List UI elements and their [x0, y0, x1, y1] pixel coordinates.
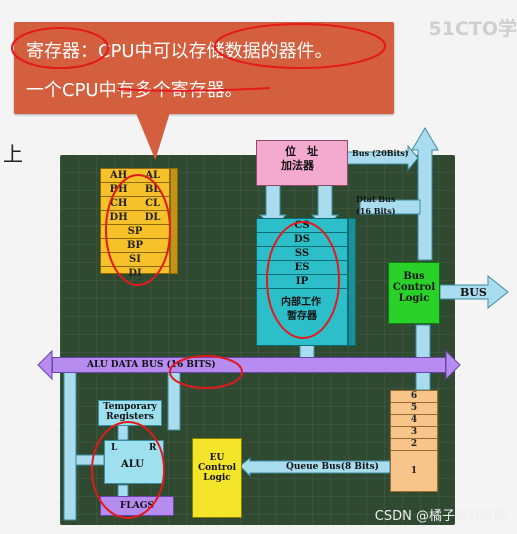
register-al: AL	[145, 170, 160, 181]
alu-left-input: L	[111, 443, 118, 453]
annotation-circle-alu-flags	[91, 421, 165, 519]
bus-control-line3: Logic	[398, 293, 430, 304]
register-bl: BL	[144, 184, 161, 195]
internal-regs-line1: 内部工作	[281, 297, 321, 308]
register-sp: SP	[127, 226, 143, 237]
segment-ip: IP	[257, 275, 347, 289]
register-row-ax: AH AL	[101, 169, 169, 183]
eu-control-logic-box: EU Control Logic	[192, 438, 242, 518]
segment-ss: SS	[257, 247, 347, 261]
annotation-circle-segment-registers	[266, 221, 340, 339]
alu-bus-arrow-right	[445, 349, 461, 381]
register-row-bx: BH BL	[101, 183, 169, 197]
alu-bus-arrow-left	[37, 349, 53, 381]
instruction-queue-stack: 6 5 4 3 2 1	[390, 390, 438, 492]
eu-control-line2: Control	[197, 463, 237, 473]
vertical-bus-arrow-right	[411, 127, 439, 261]
register-dl: DL	[144, 212, 161, 223]
register-row-sp: SP	[101, 225, 169, 239]
register-si: SI	[129, 254, 141, 265]
data-bus-arrow	[359, 199, 421, 215]
data-bus-line2: (16 Bits)	[356, 206, 396, 216]
segment-registers-side	[348, 218, 356, 346]
annotation-circle-callout-right	[214, 23, 386, 69]
general-registers-stack: AH AL BH BL CH CL DH DL SP BP SI DI	[100, 168, 170, 279]
annotation-circle-callout-left	[11, 27, 109, 69]
address-adder-line1: 位 址	[285, 145, 318, 158]
address-adder-box: 位 址 加法器	[256, 140, 348, 186]
annotation-underline	[117, 87, 271, 92]
register-row-dx: DH DL	[101, 211, 169, 225]
queue-cell-3: 3	[391, 427, 437, 439]
watermark-csdn: CSDN @橘子掀开夜晚	[374, 509, 507, 524]
register-cl: CL	[145, 198, 161, 209]
data-bus-line1: Dtat Bus	[356, 194, 396, 204]
register-row-bp: BP	[101, 239, 169, 253]
register-dh: DH	[109, 212, 128, 223]
register-row-cx: CH CL	[101, 197, 169, 211]
segment-es: ES	[257, 261, 347, 275]
eu-control-line3: Logic	[203, 473, 231, 483]
segment-cs: CS	[257, 219, 347, 233]
register-ch: CH	[109, 198, 128, 209]
temp-reg-line2: Registers	[106, 412, 154, 422]
alu-data-bus-label: ALU DATA BUS (16 BITS)	[87, 360, 216, 370]
eu-control-line1: EU	[209, 453, 225, 463]
segment-registers-stack: CS DS SS ES IP 内部工作 暂存器	[256, 218, 348, 346]
register-bp: BP	[127, 240, 143, 251]
watermark-51cto: 51CTO学	[428, 18, 517, 40]
register-row-si: SI	[101, 253, 169, 267]
bus-control-line2: Control	[392, 282, 436, 293]
segment-ds: DS	[257, 233, 347, 247]
flags-label: FLAGS	[120, 501, 154, 511]
alu-right-input: R	[149, 443, 157, 453]
bus-output-arrow	[439, 274, 509, 310]
queue-bus-label: Queue Bus(8 Bits)	[286, 462, 379, 472]
bus-output-label: BUS	[460, 286, 487, 299]
register-row-di: DI	[101, 267, 169, 280]
annotation-circle-alu-bus	[169, 355, 243, 389]
annotation-circle-general-registers	[105, 174, 171, 286]
side-text: 上	[3, 142, 23, 166]
register-bh: BH	[109, 184, 128, 195]
temp-reg-line1: Temporary	[103, 402, 157, 412]
queue-cell-5: 5	[391, 403, 437, 415]
queue-cell-1: 1	[410, 466, 418, 476]
queue-cell-6: 6	[391, 391, 437, 403]
register-di: DI	[128, 268, 142, 279]
alu-label: ALU	[121, 459, 144, 470]
queue-cell-4: 4	[391, 415, 437, 427]
address-bus-arrow	[344, 144, 419, 172]
internal-regs-line2: 暂存器	[287, 311, 317, 322]
address-adder-line2: 加法器	[281, 159, 314, 172]
bus-20-label: Bus (20Bits)	[352, 148, 409, 158]
bus-control-logic-box: Bus Control Logic	[388, 262, 440, 324]
register-ah: AH	[109, 170, 128, 181]
bus-control-line1: Bus	[403, 271, 425, 282]
queue-cell-2: 2	[391, 439, 437, 451]
